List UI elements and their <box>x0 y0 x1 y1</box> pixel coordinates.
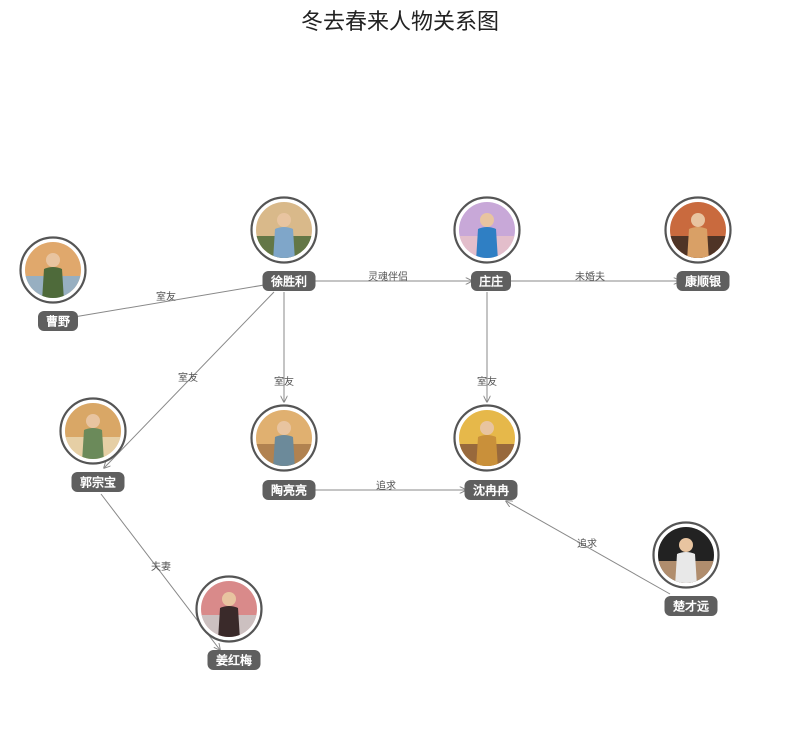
edge-label: 追求 <box>577 537 597 550</box>
node-label: 沈冉冉 <box>464 480 518 500</box>
relation-edge-xushengli-taoliangliang: 室友 <box>274 292 294 402</box>
edge-label: 追求 <box>376 479 396 492</box>
character-node-guozongbao[interactable]: 郭宗宝 <box>59 397 127 493</box>
edge-label: 室友 <box>178 371 198 384</box>
character-node-kangshunyin[interactable]: 康顺银 <box>664 196 732 292</box>
node-name: 沈冉冉 <box>473 483 509 498</box>
person-photo-icon <box>256 202 312 258</box>
person-photo-icon <box>459 410 515 466</box>
node-label: 姜红梅 <box>207 650 261 670</box>
character-node-zhuangzhuang[interactable]: 庄庄 <box>453 196 521 292</box>
character-node-jianghongmei[interactable]: 姜红梅 <box>195 575 263 671</box>
node-label: 康顺银 <box>676 271 730 291</box>
edge-label: 室友 <box>274 375 294 388</box>
person-photo-icon <box>25 242 81 298</box>
person-photo-icon <box>65 403 121 459</box>
relation-edge-xushengli-guozongbao: 室友 <box>104 291 275 468</box>
relation-edge-caoye-xushengli: 室友 <box>73 284 270 318</box>
node-name: 徐胜利 <box>270 274 307 289</box>
person-photo-icon <box>670 202 726 258</box>
node-name: 郭宗宝 <box>80 475 116 490</box>
edge-label: 室友 <box>156 290 176 303</box>
node-name: 曹野 <box>46 314 70 329</box>
node-name: 庄庄 <box>479 274 503 289</box>
person-photo-icon <box>256 410 312 466</box>
relation-edge-zhuangzhuang-kangshunyin: 未婚夫 <box>510 270 680 283</box>
edge-label: 室友 <box>477 375 497 388</box>
node-label: 郭宗宝 <box>71 472 125 492</box>
edge-label: 夫妻 <box>151 560 171 573</box>
character-node-taoliangliang[interactable]: 陶亮亮 <box>250 404 318 501</box>
person-photo-icon <box>201 581 257 637</box>
node-name: 楚才远 <box>672 599 709 614</box>
relation-edge-zhuangzhuang-shenranran: 室友 <box>477 292 497 402</box>
person-photo-icon <box>459 202 515 258</box>
person-photo-icon <box>658 527 714 583</box>
edges-layer: 室友灵魂伴侣未婚夫室友室友室友追求夫妻追求 <box>73 270 680 650</box>
edge-label: 未婚夫 <box>575 270 605 283</box>
node-label: 楚才远 <box>664 596 718 616</box>
edge-line <box>506 501 671 595</box>
node-label: 徐胜利 <box>262 271 316 291</box>
edge-line <box>104 291 275 468</box>
relation-edge-xushengli-zhuangzhuang: 灵魂伴侣 <box>308 270 472 283</box>
edge-line <box>73 284 270 318</box>
node-label: 庄庄 <box>471 271 511 291</box>
node-name: 康顺银 <box>685 274 722 289</box>
edge-label: 灵魂伴侣 <box>368 270 408 283</box>
relation-edge-chucaiyuan-shenranran: 追求 <box>506 501 671 595</box>
node-name: 陶亮亮 <box>271 483 307 498</box>
page-title: 冬去春来人物关系图 <box>300 10 499 35</box>
node-label: 陶亮亮 <box>262 480 316 500</box>
node-name: 姜红梅 <box>216 653 252 668</box>
character-node-chucaiyuan[interactable]: 楚才远 <box>652 521 720 617</box>
character-node-xushengli[interactable]: 徐胜利 <box>250 196 318 292</box>
character-node-caoye[interactable]: 曹野 <box>19 236 87 332</box>
relation-edge-taoliangliang-shenranran: 追求 <box>308 479 466 492</box>
character-node-shenranran[interactable]: 沈冉冉 <box>453 404 521 501</box>
node-label: 曹野 <box>38 311 78 331</box>
